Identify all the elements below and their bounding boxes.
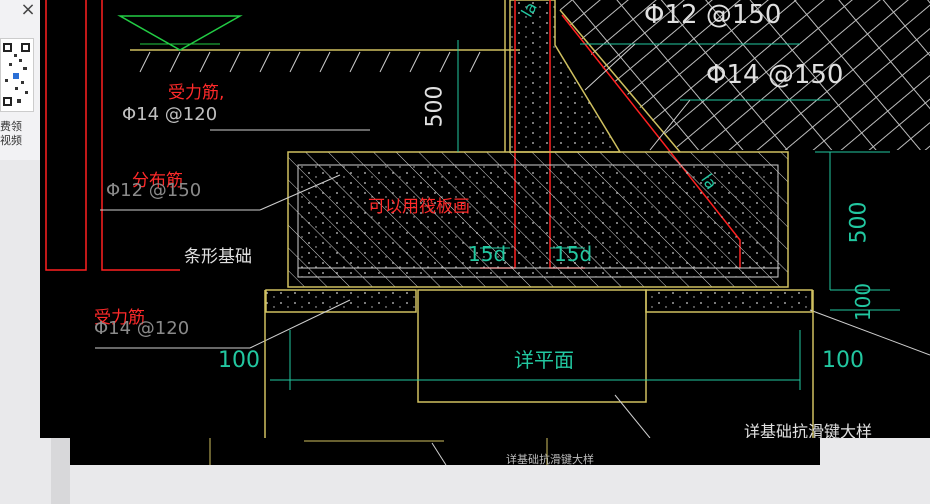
label-detail-plan: 详平面: [514, 348, 574, 372]
dim-100-right: 100: [851, 282, 876, 322]
side-text-1: 费领: [0, 120, 22, 133]
panel-gap: [51, 438, 70, 504]
label-phi14-150: Φ14 @150: [706, 60, 844, 90]
cad-drawing-canvas[interactable]: 受力筋, Φ14 @120 分布筋 Φ12 @150 条形基础 受力筋 Φ14 …: [40, 0, 930, 441]
soil-hatch: [555, 0, 930, 150]
label-detail-title: 详基础抗滑键大样: [744, 422, 873, 441]
blinding-layer-left: [265, 289, 417, 313]
dim-100-left: 100: [218, 348, 260, 373]
label-force-rebar-top: 受力筋,: [168, 83, 225, 103]
footing-inner: [297, 164, 779, 278]
dim-100-bottom-right: 100: [822, 348, 864, 373]
label-phi12-150-top: Φ12 @150: [644, 0, 782, 30]
close-icon[interactable]: ×: [20, 0, 36, 20]
qr-code-image: [0, 38, 34, 112]
rebar-left-inner: [101, 0, 180, 271]
dim-15d-a: 15d: [468, 242, 507, 266]
label-raft-note: 可以用筏板画: [368, 197, 470, 217]
cad-drawing-canvas-lower: 详基础抗滑键大样: [70, 438, 820, 466]
blinding-layer-right: [645, 289, 813, 313]
dim-500-wall: 500: [422, 85, 448, 128]
wall-slope: [559, 9, 681, 153]
label-force-rebar-bottom: 受力筋: [94, 308, 145, 328]
dim-500-right: 500: [846, 201, 872, 244]
soil-ticks: [139, 51, 481, 73]
label-phi14-120-top: Φ14 @120: [122, 104, 218, 125]
dim-15d-b: 15d: [554, 242, 593, 266]
label-distribution-rebar: 分布筋: [132, 171, 183, 191]
label-strip-foundation: 条形基础: [184, 247, 252, 267]
shear-key: [417, 289, 647, 403]
rebar-left-outer: [45, 0, 87, 271]
label-phi14-120-bottom: Φ14 @120: [94, 318, 190, 339]
wall-concrete: [509, 0, 622, 153]
label-phi12-150-left: Φ12 @150: [106, 180, 202, 201]
side-text-2: 视频: [0, 134, 22, 147]
label-detail-title-small: 详基础抗滑键大样: [506, 453, 594, 466]
leader-lines: [95, 43, 930, 438]
dimension-lines: [270, 40, 900, 390]
ground-symbol: [117, 15, 243, 51]
side-panel: × 费领 视频: [0, 0, 41, 160]
